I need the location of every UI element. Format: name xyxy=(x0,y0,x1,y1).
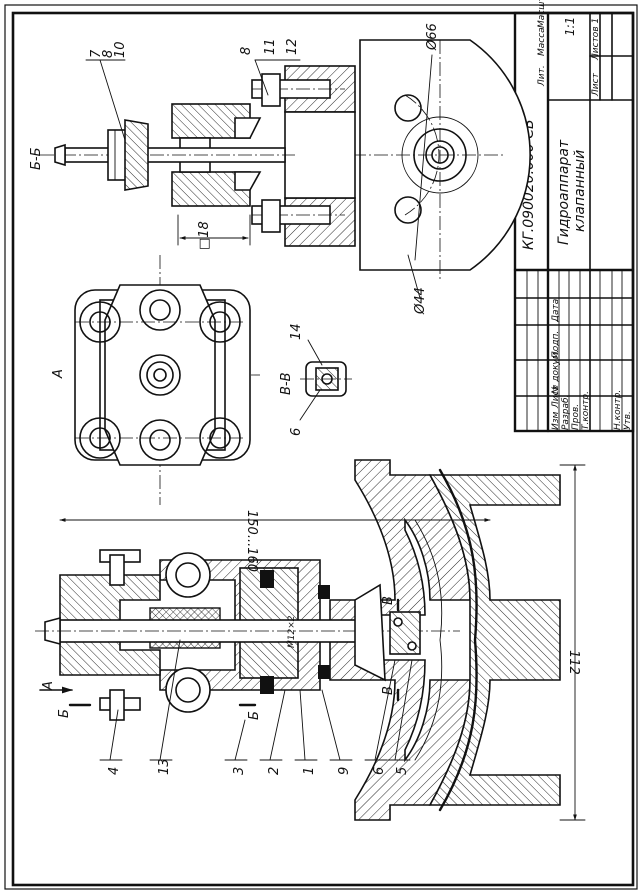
section-bb-label: Б-Б xyxy=(29,147,44,170)
scale-value: 1:1 xyxy=(563,17,577,36)
col-list: Лист xyxy=(551,384,561,409)
callout-14: 14 xyxy=(289,323,304,340)
callout-4: 4 xyxy=(107,767,122,775)
lit-label: Лит. xyxy=(537,65,547,87)
cut-mark-b-left: Б xyxy=(57,709,72,718)
callout-9: 9 xyxy=(337,767,352,775)
main-section: 150...160 112 М12×2 Б Б В В А 4 13 xyxy=(35,459,586,821)
col-izm: Изм xyxy=(551,411,561,430)
sheet-label: Лист xyxy=(591,72,601,97)
section-vv-label: В-В xyxy=(279,372,294,395)
title-block: КГ.090020.000 СБ Гидроаппарат клапанный … xyxy=(513,0,635,433)
callout-12: 12 xyxy=(285,38,300,55)
sheets-label: Листов 1 xyxy=(591,18,601,61)
callout-13: 13 xyxy=(157,758,172,775)
dim-width-112: 112 xyxy=(566,650,581,675)
row-nkontr: Н.контр. xyxy=(613,390,623,430)
dim-thread-m12: М12×2 xyxy=(287,615,297,648)
callout-11: 11 xyxy=(263,38,278,55)
view-a: А xyxy=(51,255,260,505)
callout-1: 1 xyxy=(302,767,317,775)
view-arrow-a: А xyxy=(41,681,56,691)
col-sign: Подп. xyxy=(551,331,561,358)
row-razrab: Разраб. xyxy=(561,395,571,430)
dim-height-150-160: 150...160 xyxy=(244,510,259,572)
drawing-title-line1: Гидроаппарат xyxy=(556,139,572,245)
drawing-frame xyxy=(4,4,638,890)
dim-square-18: □18 xyxy=(197,221,212,250)
dim-d44: Ø44 xyxy=(413,287,428,315)
col-date: Дата xyxy=(551,299,561,323)
drawing-title-line2: клапанный xyxy=(572,150,588,232)
callout-3: 3 xyxy=(232,767,247,775)
col-doc: № докум. xyxy=(551,350,561,395)
callout-7: 7 xyxy=(89,49,104,58)
callout-2: 2 xyxy=(267,767,282,775)
callout-10: 10 xyxy=(113,41,128,58)
row-prov: Пров. xyxy=(571,404,581,430)
cut-mark-v-top: В xyxy=(381,596,396,605)
callout-6: 6 xyxy=(372,767,387,775)
scale-label: Масштаб xyxy=(537,0,547,28)
view-a-label: А xyxy=(51,369,66,379)
cut-mark-b-right: Б xyxy=(247,711,262,720)
callout-8-right: 8 xyxy=(239,47,254,55)
row-utv: Утв. xyxy=(623,411,633,430)
mass-label: Масса xyxy=(537,27,547,56)
callout-6-vv: 6 xyxy=(289,428,304,436)
dim-d66: Ø66 xyxy=(425,23,440,51)
section-v-v: В-В 6 14 xyxy=(279,323,352,436)
callout-8-top: 8 xyxy=(101,50,116,58)
row-tkontr: Т.контр. xyxy=(581,391,591,430)
section-b-b: Б-Б xyxy=(29,23,531,315)
callout-5: 5 xyxy=(395,767,410,775)
